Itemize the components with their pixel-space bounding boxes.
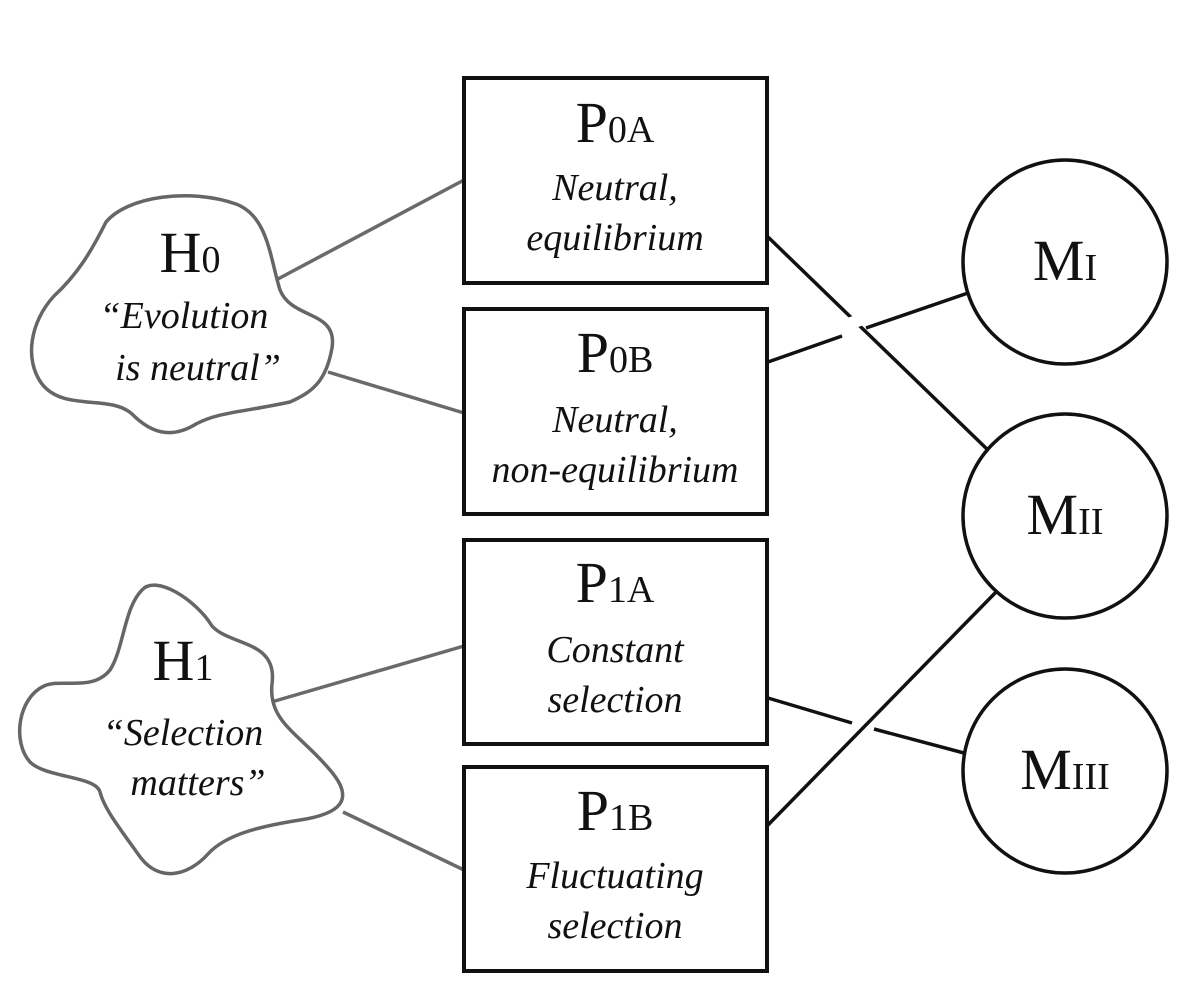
process-box-p0a [462, 76, 769, 285]
m3-symbol: M [1020, 737, 1072, 802]
process-box-p1a [462, 538, 769, 746]
p1b-line-1: Fluctuating [525, 855, 703, 897]
process-p1b: P1B Fluctuating selection [462, 765, 769, 973]
model-m1: MI [961, 158, 1169, 366]
p1a-symbol: P [576, 550, 608, 615]
link-h1-p1a [267, 644, 465, 705]
process-p0a: P0A Neutral, equilibrium [462, 76, 769, 285]
cloud-shape-h0 [29, 194, 335, 435]
link-h0-p0b [327, 370, 465, 415]
h1-line-1: “Selection [103, 712, 263, 754]
model-circle-m1 [961, 158, 1169, 366]
p0b-symbol: P [577, 320, 609, 385]
m1-symbol: M [1033, 228, 1085, 293]
model-m3: MIII [961, 667, 1169, 875]
h0-symbol: H [160, 220, 202, 285]
svg-text:P1A: P1A [576, 550, 655, 615]
m2-symbol: M [1027, 482, 1079, 547]
h0-line-2: is neutral” [115, 347, 281, 389]
hypothesis-h0: H0 “Evolution is neutral” [29, 194, 335, 435]
model-circle-m2 [961, 412, 1169, 620]
p1b-symbol: P [577, 778, 609, 843]
svg-text:P0B: P0B [577, 320, 654, 385]
svg-text:H0: H0 [160, 220, 221, 285]
link-h0-p0a [275, 178, 465, 282]
process-box-p1b [462, 765, 769, 973]
cloud-shape-h1 [17, 583, 345, 876]
p1a-line-1: Constant [546, 629, 685, 671]
svg-text:MI: MI [1033, 228, 1097, 293]
svg-text:H1: H1 [153, 628, 214, 693]
model-circle-m3 [961, 667, 1169, 875]
svg-text:P0A: P0A [576, 90, 655, 155]
link-p0b-m1-b [865, 291, 969, 330]
p0a-subscript: 0A [608, 109, 655, 151]
link-p1a-m3-a [767, 696, 853, 725]
p0a-line-2: equilibrium [526, 217, 703, 259]
link-p0a-m2 [766, 235, 992, 454]
p0a-line-1: Neutral, [551, 167, 678, 209]
link-p0b-m1-a [767, 334, 843, 364]
m1-subscript: I [1084, 247, 1097, 289]
p1a-line-2: selection [547, 679, 682, 721]
h0-subscript: 0 [201, 239, 220, 281]
h1-symbol: H [153, 628, 195, 693]
p0b-subscript: 0B [609, 339, 653, 381]
process-p1a: P1A Constant selection [462, 538, 769, 746]
model-m2: MII [961, 412, 1169, 620]
svg-text:MIII: MIII [1020, 737, 1110, 802]
m3-subscript: III [1072, 756, 1110, 798]
link-h1-p1b [342, 810, 465, 872]
p0b-line-2: non-equilibrium [492, 449, 739, 491]
process-box-p0b [462, 307, 769, 516]
m2-subscript: II [1078, 501, 1103, 543]
crossing-gap [840, 312, 868, 332]
p0a-symbol: P [576, 90, 608, 155]
h1-line-2: matters” [130, 762, 265, 804]
p1a-subscript: 1A [608, 569, 655, 611]
svg-text:P1B: P1B [577, 778, 654, 843]
link-p1b-m2 [766, 588, 1000, 827]
link-p1a-m3-b [873, 727, 965, 755]
p0b-line-1: Neutral, [551, 399, 678, 441]
p1b-line-2: selection [547, 905, 682, 947]
p1b-subscript: 1B [609, 797, 653, 839]
hypothesis-h1: H1 “Selection matters” [17, 583, 345, 876]
h0-line-1: “Evolution [100, 295, 269, 337]
svg-text:MII: MII [1027, 482, 1104, 547]
h1-subscript: 1 [194, 647, 213, 689]
process-p0b: P0B Neutral, non-equilibrium [462, 307, 769, 516]
